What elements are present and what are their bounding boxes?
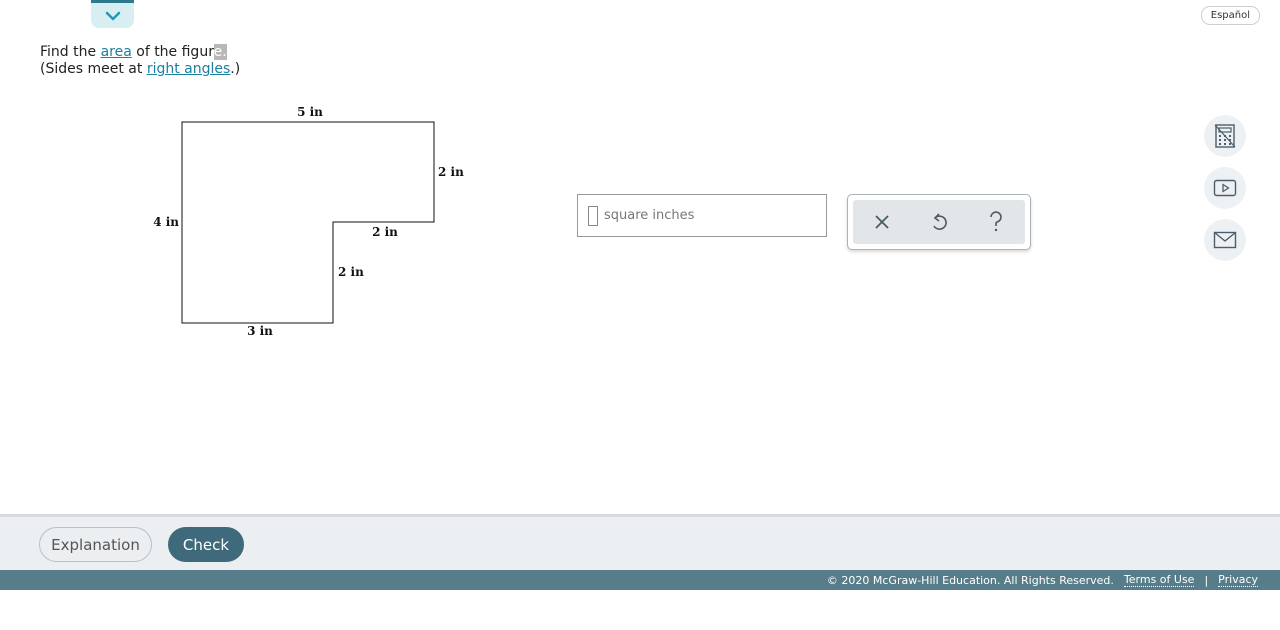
close-icon	[875, 215, 889, 229]
help-button[interactable]	[976, 202, 1016, 242]
mail-button[interactable]	[1204, 219, 1246, 261]
unit-label: square inches	[604, 208, 695, 223]
prompt-text: Find the	[40, 44, 101, 60]
calculator-icon	[1214, 124, 1236, 148]
copyright-text: © 2020 McGraw-Hill Education. All Rights…	[826, 573, 1114, 587]
undo-icon	[933, 213, 947, 230]
mail-icon	[1213, 231, 1237, 249]
question-prompt: Find the area of the figure. (Sides meet…	[40, 44, 240, 78]
right-angles-link[interactable]: right angles	[146, 61, 231, 77]
label-left: 4 in	[153, 215, 179, 229]
prompt-text: of the figur	[131, 44, 214, 60]
figure-outline	[181, 121, 435, 324]
answer-tools	[853, 200, 1025, 244]
label-top: 5 in	[297, 105, 323, 119]
video-icon	[1213, 179, 1237, 197]
explanation-button[interactable]: Explanation	[39, 527, 152, 562]
selected-text: e.	[213, 44, 227, 60]
prompt-line-1: Find the area of the figure.	[40, 44, 240, 61]
footer-separator: |	[1204, 573, 1209, 587]
copyright-bar: © 2020 McGraw-Hill Education. All Rights…	[0, 570, 1280, 590]
clear-button[interactable]	[862, 202, 902, 242]
prompt-text: (Sides meet at	[40, 61, 147, 77]
prompt-text: .)	[230, 61, 241, 77]
terms-of-use-link[interactable]: Terms of Use	[1123, 573, 1195, 587]
answer-tools-panel	[847, 194, 1031, 250]
chevron-down-icon	[105, 11, 120, 20]
prompt-line-2: (Sides meet at right angles.)	[40, 61, 240, 78]
undo-button[interactable]	[919, 202, 959, 242]
label-right-upper: 2 in	[438, 165, 464, 179]
calculator-button[interactable]	[1204, 115, 1246, 157]
answer-input[interactable]: square inches	[577, 194, 827, 237]
label-inner-horizontal: 2 in	[372, 225, 398, 239]
label-bottom: 3 in	[247, 324, 273, 338]
check-button[interactable]: Check	[168, 527, 244, 562]
privacy-link[interactable]: Privacy	[1218, 573, 1258, 587]
area-link[interactable]: area	[100, 44, 132, 60]
label-inner-vertical: 2 in	[338, 265, 364, 279]
answer-value-slot[interactable]	[588, 205, 598, 226]
video-button[interactable]	[1204, 167, 1246, 209]
help-icon	[990, 211, 1003, 232]
collapse-tab-button[interactable]	[91, 0, 134, 28]
l-shaped-figure: 5 in 2 in 4 in 2 in 2 in 3 in	[153, 105, 464, 338]
language-toggle-button[interactable]: Español	[1200, 6, 1260, 25]
